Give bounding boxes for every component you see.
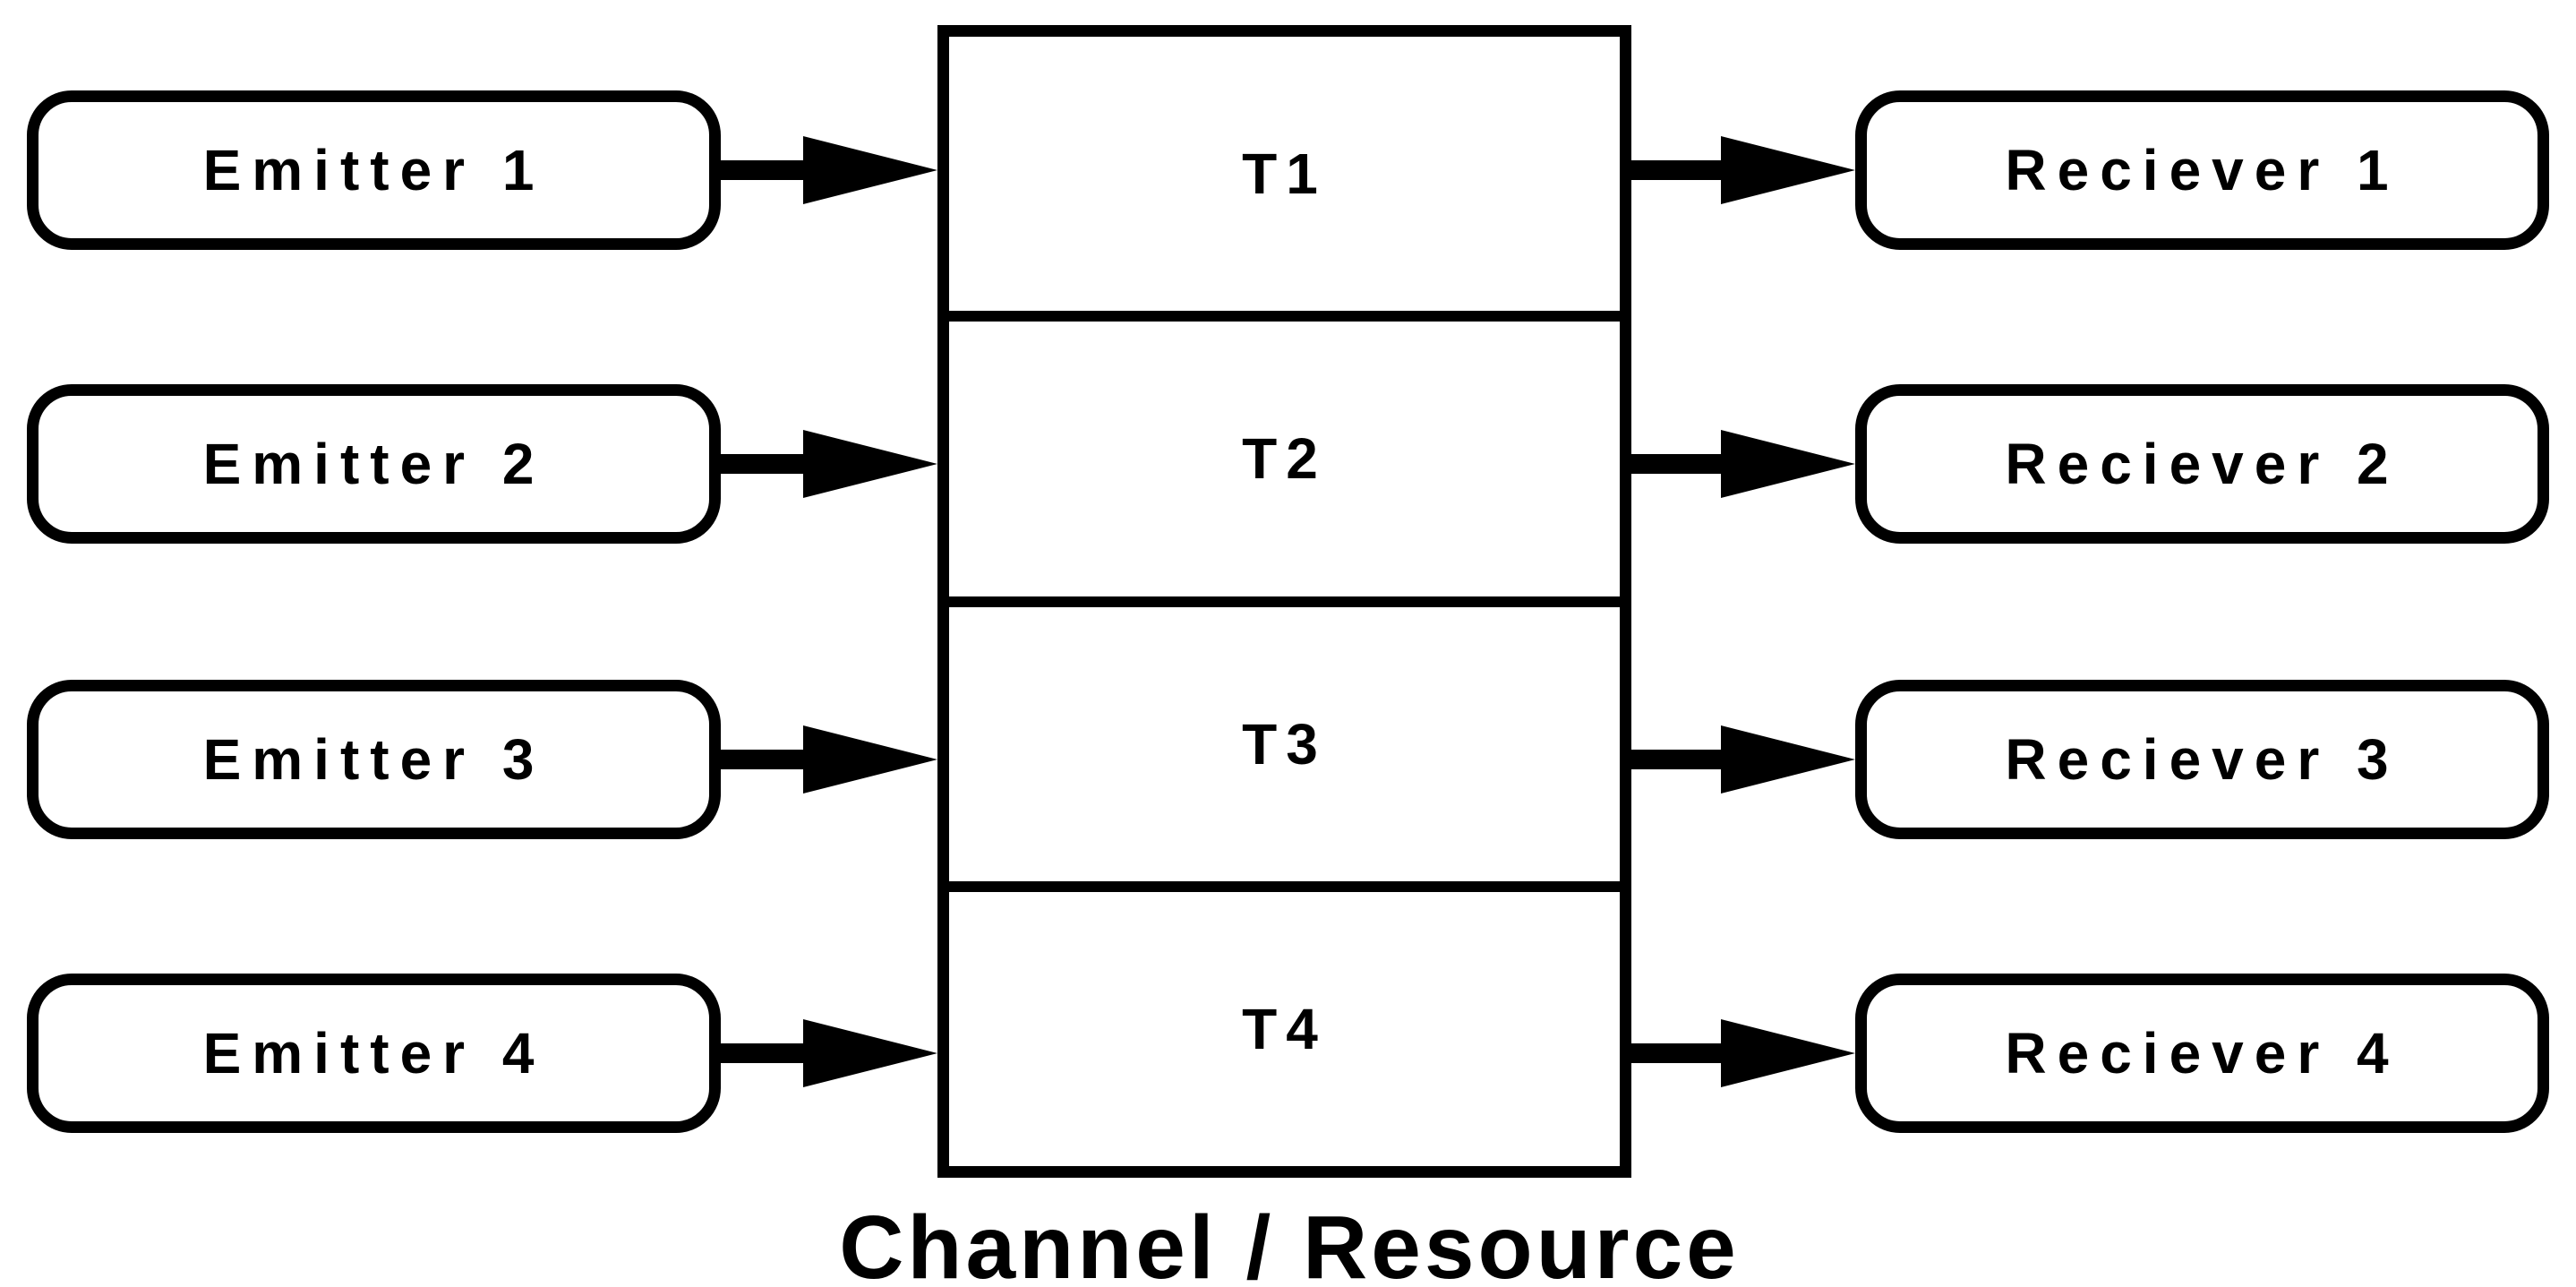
arrow-head-icon [803,430,937,498]
emitter-1-label: Emitter 1 [202,138,545,202]
reciever-4-label: Reciever 4 [2005,1021,2400,1085]
arrow-emitter-1-to-channel-icon [716,136,937,204]
slot-t2-label: T2 [1242,426,1327,492]
arrow-channel-to-reciever-1-icon [1629,136,1855,204]
slot-t2: T2 [949,311,1620,596]
emitter-2-label: Emitter 2 [202,432,545,496]
arrow-channel-to-reciever-4-icon [1629,1019,1855,1087]
arrow-head-icon [1721,725,1855,794]
arrow-channel-to-reciever-2-icon [1629,430,1855,498]
arrow-emitter-3-to-channel-icon [716,725,937,794]
reciever-2-label: Reciever 2 [2005,432,2400,496]
reciever-1-box: Reciever 1 [1855,90,2549,250]
channel-resource-box: T1 T2 T3 T4 [937,25,1631,1178]
arrow-head-icon [1721,430,1855,498]
arrow-head-icon [803,1019,937,1087]
arrow-shaft [716,454,803,474]
reciever-2-box: Reciever 2 [1855,384,2549,544]
arrow-head-icon [803,136,937,204]
emitter-4-box: Emitter 4 [27,974,721,1133]
slot-t1: T1 [949,37,1620,311]
arrow-shaft [716,750,803,769]
slot-t1-label: T1 [1242,142,1327,207]
reciever-4-box: Reciever 4 [1855,974,2549,1133]
reciever-3-box: Reciever 3 [1855,680,2549,839]
emitter-3-label: Emitter 3 [202,727,545,792]
arrow-channel-to-reciever-3-icon [1629,725,1855,794]
slot-t3-label: T3 [1242,711,1327,776]
reciever-1-label: Reciever 1 [2005,138,2400,202]
arrow-shaft [1629,160,1721,180]
arrow-emitter-2-to-channel-icon [716,430,937,498]
arrow-head-icon [1721,136,1855,204]
emitter-1-box: Emitter 1 [27,90,721,250]
emitter-3-box: Emitter 3 [27,680,721,839]
arrow-shaft [1629,454,1721,474]
emitter-4-label: Emitter 4 [202,1021,545,1085]
channel-resource-caption: Channel / Resource [839,1197,1740,1287]
arrow-shaft [716,160,803,180]
arrow-shaft [1629,1043,1721,1063]
arrow-head-icon [1721,1019,1855,1087]
slot-t4: T4 [949,880,1620,1166]
emitter-2-box: Emitter 2 [27,384,721,544]
slot-t4-label: T4 [1242,996,1327,1061]
arrow-shaft [716,1043,803,1063]
slot-t3: T3 [949,596,1620,881]
reciever-3-label: Reciever 3 [2005,727,2400,792]
arrow-head-icon [803,725,937,794]
arrow-shaft [1629,750,1721,769]
arrow-emitter-4-to-channel-icon [716,1019,937,1087]
